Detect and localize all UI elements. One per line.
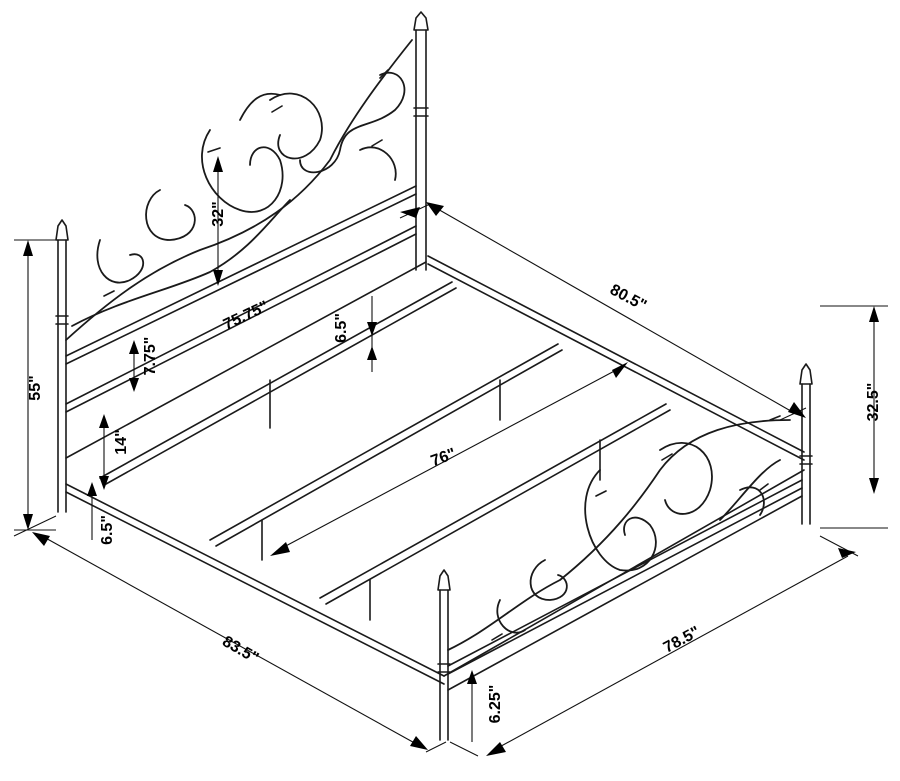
dim-overall-width bbox=[13, 515, 447, 753]
label-rail-gap: 7.75" bbox=[142, 337, 159, 376]
dim-overall-length bbox=[399, 202, 807, 421]
label-leg-clearance-head: 6.5" bbox=[99, 515, 116, 545]
label-headboard-width: 75.75" bbox=[221, 298, 271, 334]
dim-scroll-height bbox=[213, 156, 223, 286]
dimension-lines bbox=[13, 156, 888, 757]
dim-footboard-height bbox=[820, 305, 888, 529]
label-inner-length: 76" bbox=[429, 445, 459, 470]
headboard-rails bbox=[65, 185, 417, 413]
label-overall-width: 83.5" bbox=[219, 633, 261, 667]
label-frame-clearance-head: 14" bbox=[113, 429, 130, 454]
footboard-scroll bbox=[447, 415, 791, 651]
dim-footboard-width bbox=[449, 535, 859, 757]
label-slat-spacing: 6.5" bbox=[333, 313, 350, 343]
slats bbox=[99, 281, 671, 621]
dim-frame-clearance-head bbox=[99, 414, 109, 490]
footboard-right-post bbox=[799, 363, 813, 525]
headboard-left-post bbox=[55, 219, 69, 513]
label-leg-clearance-foot: 6.25" bbox=[487, 685, 504, 724]
footboard-rails bbox=[447, 479, 803, 691]
dim-slat-spacing bbox=[367, 296, 377, 372]
dim-inner-length bbox=[270, 362, 628, 556]
footboard-left-post bbox=[437, 569, 451, 741]
dimension-labels: 55" 32" 75.75" 7.75" 6.5" 14" 6.5" 80.5"… bbox=[27, 201, 882, 723]
dim-headboard-height bbox=[14, 239, 56, 531]
bed-frame-drawing bbox=[55, 11, 813, 741]
label-scroll-height: 32" bbox=[210, 201, 227, 226]
label-footboard-width: 78.5" bbox=[661, 623, 703, 656]
headboard-scroll bbox=[65, 39, 413, 341]
dim-rail-gap bbox=[129, 340, 139, 392]
headboard-right-post bbox=[413, 11, 429, 271]
dim-leg-clearance-foot bbox=[467, 670, 477, 742]
side-rails bbox=[65, 255, 805, 685]
label-footboard-height: 32.5" bbox=[865, 383, 882, 422]
dim-leg-clearance-head bbox=[87, 482, 97, 540]
label-headboard-height: 55" bbox=[27, 375, 44, 400]
